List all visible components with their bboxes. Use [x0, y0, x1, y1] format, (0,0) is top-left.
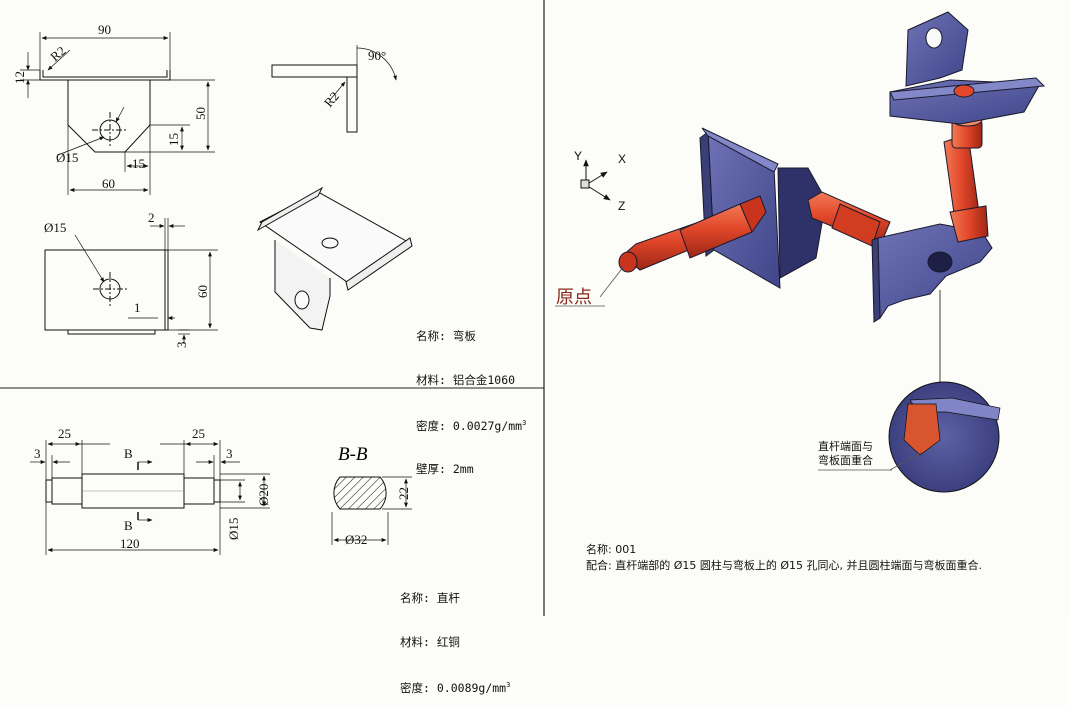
dim-rod-right-length: 25	[192, 426, 205, 441]
bent-plate-iso-view	[256, 186, 413, 331]
bent-plate-density-sup: 3	[522, 419, 527, 427]
rod-info-block: 名称: 直杆 材料: 红铜 密度: 0.0089g/mm3	[400, 562, 510, 710]
origin-label: 原点	[556, 287, 592, 308]
bent-plate-name-value: 弯板	[452, 329, 476, 343]
bent-plate-material-label: 材料:	[416, 372, 446, 387]
dim-base: 60	[102, 176, 115, 191]
dim-flange: 2	[148, 210, 155, 225]
dim-radius-front: R2	[47, 43, 68, 64]
section-mark-top: B	[124, 446, 133, 461]
bent-plate-top-view	[44, 218, 218, 344]
bent-plate-name-label: 名称:	[416, 329, 446, 343]
bent-plate-side-view	[271, 45, 398, 133]
dim-section-diameter: Ø32	[345, 532, 367, 547]
detail-note-line1: 直杆端面与	[818, 440, 873, 453]
dim-chamfer-horizontal: 15	[132, 156, 145, 171]
rod-front-view	[30, 440, 270, 555]
dim-chamfer-vertical: 15	[166, 133, 181, 146]
rod-density-value: 0.0089g/mm	[436, 680, 507, 695]
dim-rod-small-diameter: Ø15	[226, 518, 241, 540]
assembly-name: 名称: 001	[586, 543, 637, 556]
dim-depth: 60	[195, 285, 210, 298]
bent-plate-info-block: 名称: 弯板 材料: 铝合金1060 密度: 0.0027g/mm3 壁厚: 2…	[416, 300, 526, 491]
rod-section-view	[331, 476, 412, 545]
dim-section-height: 22	[396, 487, 411, 500]
detail-note-leader	[889, 451, 923, 471]
origin-leader	[599, 265, 625, 298]
drawing-sheet: 90 12 R2 Ø15 50 15 15 60 90° R2	[0, 0, 1046, 695]
bent-plate-thickness-value: 2mm	[452, 462, 474, 477]
dim-gap: 1	[134, 300, 141, 315]
dim-rod-left-step: 3	[34, 446, 41, 461]
rod-name-value: 直杆	[436, 591, 460, 605]
dim-hole-top: Ø15	[44, 220, 66, 235]
axis-z-label: Z	[618, 199, 625, 213]
rod-density-sup: 3	[506, 681, 511, 689]
assembly-axis-triad	[580, 159, 611, 201]
detail-zoom-circle	[888, 381, 1001, 493]
dim-angle: 90°	[368, 48, 386, 63]
detail-note: 直杆端面与 弯板面重合	[818, 440, 873, 468]
bent-plate-front-view	[20, 32, 215, 195]
dim-top-height: 12	[12, 71, 27, 84]
bent-plate-thickness-label: 壁厚:	[416, 462, 446, 477]
dim-rod-right-step: 3	[226, 446, 233, 461]
bent-plate-density-label: 密度:	[416, 418, 446, 433]
detail-note-line2: 弯板面重合	[818, 454, 873, 467]
assembly-fit-description: 配合: 直杆端部的 Ø15 圆柱与弯板上的 Ø15 孔同心, 并且圆柱端面与弯板…	[586, 559, 982, 572]
dim-rod-big-diameter: Ø20	[256, 484, 271, 506]
rod-density-label: 密度:	[400, 680, 430, 695]
bent-plate-material-value: 铝合金1060	[452, 372, 516, 387]
dim-width: 90	[98, 22, 111, 37]
dim-radius-side: R2	[321, 89, 342, 110]
section-title: B-B	[338, 444, 368, 465]
dim-rod-left-length: 25	[58, 426, 71, 441]
axis-x-label: X	[618, 152, 626, 166]
section-mark-bottom: B	[124, 518, 133, 533]
technical-drawing: 90 12 R2 Ø15 50 15 15 60 90° R2	[0, 0, 1046, 616]
axis-y-label: Y	[574, 149, 582, 163]
rod-material-value: 红铜	[436, 634, 460, 649]
rod-name-label: 名称:	[400, 591, 430, 605]
rod-material-label: 材料:	[400, 634, 430, 649]
bent-plate-density-value: 0.0027g/mm	[452, 418, 523, 433]
assembly-model	[618, 11, 1046, 323]
assembly-footer: 名称: 001 配合: 直杆端部的 Ø15 圆柱与弯板上的 Ø15 孔同心, 并…	[586, 542, 982, 574]
dim-height: 50	[193, 107, 208, 120]
dim-hole-front: Ø15	[56, 150, 78, 165]
dim-lip: 3	[174, 342, 189, 349]
dim-rod-total: 120	[120, 536, 140, 551]
